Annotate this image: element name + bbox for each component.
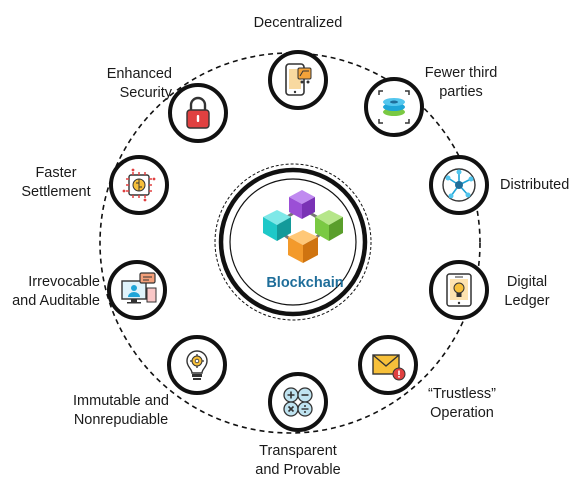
label-immutable-and-nonrepudiable: Immutable and Nonrepudiable (56, 392, 186, 430)
label-line2: and Auditable (12, 293, 100, 309)
label-line1: Immutable and (73, 393, 169, 409)
label-line1: Faster (35, 165, 77, 181)
padlock-icon (186, 96, 210, 129)
label-faster-settlement: Faster Settlement (12, 164, 100, 202)
label-line1: Fewer third (424, 65, 498, 81)
node-enhanced-security (168, 83, 228, 143)
label-line1: Irrevocable (28, 274, 100, 290)
label-line2: and Provable (255, 462, 341, 478)
math-operators-icon (283, 387, 313, 417)
label-line2: Nonrepudiable (73, 412, 169, 428)
node-decentralized (268, 50, 328, 110)
label-irrevocable-and-auditable: Irrevocable and Auditable (0, 273, 100, 311)
node-irrevocable-and-auditable (107, 260, 167, 320)
label-line2: parties (439, 84, 483, 100)
label-line1: Enhanced (106, 66, 172, 82)
node-trustless-operation (358, 335, 418, 395)
label-line2: Ledger (504, 293, 550, 309)
label-line2: Operation (430, 405, 494, 421)
center-title: Blockchain (266, 275, 343, 291)
label-decentralized: Decentralized (236, 14, 360, 33)
brain-chip-icon (122, 168, 156, 202)
label-enhanced-security: Enhanced Security (70, 65, 172, 103)
label-line1: Distributed (500, 177, 570, 193)
blockchain-cubes-icon (263, 190, 343, 263)
node-transparent-and-provable (268, 372, 328, 432)
label-line2: Settlement (21, 184, 91, 200)
label-digital-ledger: Digital Ledger (495, 273, 559, 311)
mobile-cart-icon (285, 63, 312, 96)
label-line1: “Trustless” (428, 386, 496, 402)
node-distributed (429, 155, 489, 215)
label-line2: Security (119, 85, 172, 101)
lightbulb-gear-icon (186, 350, 208, 380)
layers-icon (378, 90, 410, 124)
node-digital-ledger (429, 260, 489, 320)
node-faster-settlement (109, 155, 169, 215)
label-fewer-third-parties: Fewer third parties (406, 64, 516, 102)
node-immutable-and-nonrepudiable (167, 335, 227, 395)
monitor-user-icon (121, 272, 157, 304)
label-trustless-operation: “Trustless” Operation (412, 385, 512, 423)
tablet-lightbulb-icon (446, 273, 472, 307)
label-line1: Transparent (259, 443, 337, 459)
label-line1: Decentralized (253, 15, 343, 31)
node-fewer-third-parties (364, 77, 424, 137)
label-transparent-and-provable: Transparent and Provable (238, 442, 358, 480)
envelope-alert-icon (372, 354, 406, 381)
label-line1: Digital (506, 274, 548, 290)
network-icon (442, 168, 476, 202)
label-distributed: Distributed (500, 176, 569, 195)
